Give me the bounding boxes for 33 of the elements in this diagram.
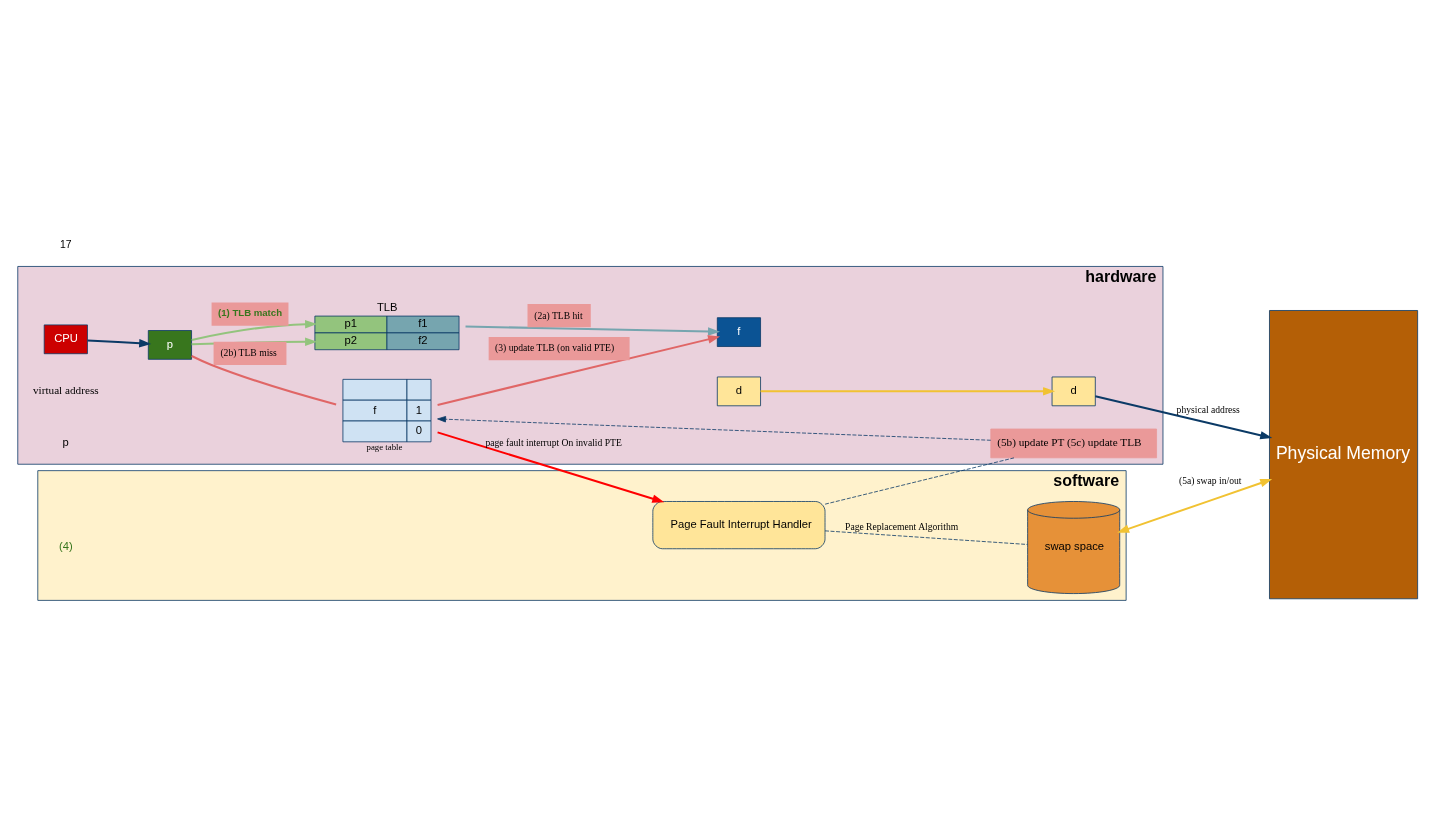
label: (4) — [58, 540, 73, 552]
node-box: (5b) update PT (5c) update TLB — [990, 428, 1157, 458]
label: virtual address — [32, 383, 99, 396]
edge-label: (2b) TLB miss — [220, 346, 277, 358]
edge-label: (3) update TLB (on valid PTE) — [495, 341, 615, 353]
edge-label: Page Replacement Algorithm — [845, 520, 959, 532]
node-box: Page Fault Interrupt Handler — [652, 500, 826, 549]
arrow — [1094, 394, 1273, 439]
arrow — [86, 338, 152, 347]
edge-label: physical address — [1176, 403, 1240, 415]
node-box: d — [1051, 376, 1096, 406]
edge-label: (1) TLB match — [217, 306, 283, 318]
node-box: p — [147, 329, 192, 360]
connector — [824, 456, 1015, 505]
edge-label: (2a) TLB hit — [534, 309, 583, 321]
edge-label: (5a) swap in/out — [1178, 474, 1242, 486]
edge-label: page fault interrupt On invalid PTE — [485, 436, 622, 448]
label: p — [62, 435, 69, 448]
arrow — [190, 319, 318, 341]
node-box: Physical Memory — [1269, 309, 1419, 599]
arrow — [759, 386, 1056, 396]
connector — [824, 529, 1028, 545]
node-box: d — [716, 376, 761, 406]
node-box: CPU — [43, 324, 88, 354]
connector — [190, 354, 338, 405]
arrow — [437, 415, 992, 441]
arrow — [464, 325, 721, 336]
node-label: page table — [366, 441, 403, 452]
arrow — [1117, 478, 1273, 533]
node-label: TLB — [376, 300, 398, 313]
label: 17 — [60, 238, 72, 250]
arrow — [436, 430, 665, 503]
node-box: f — [716, 316, 761, 347]
